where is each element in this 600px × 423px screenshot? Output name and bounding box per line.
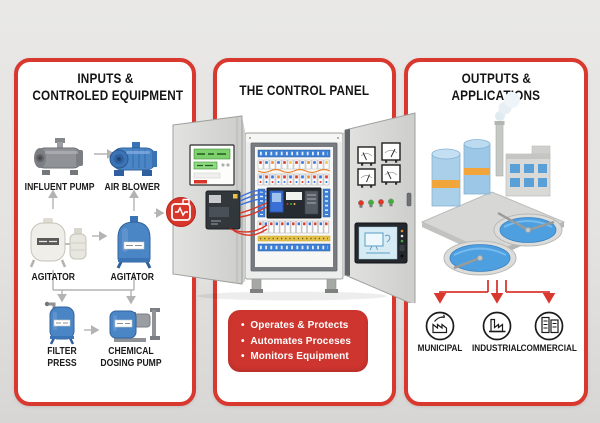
cabinet-body	[244, 132, 344, 280]
hmi-touchscreen	[354, 222, 408, 264]
equipment-label: FILTER PRESS	[47, 346, 77, 369]
feature-item: Operates & Protects	[241, 318, 360, 334]
feature-item: Automates Proceses	[241, 334, 360, 350]
door-handle	[406, 192, 412, 207]
cabinet-left-door	[172, 115, 268, 285]
commercial-icon	[534, 311, 564, 341]
influent-pump-icon	[34, 138, 83, 175]
control-cabinet-illustration	[154, 112, 416, 303]
agitator-tank-icon	[29, 218, 87, 268]
equipment-label: CHEMICAL DOSING PUMP	[100, 346, 162, 369]
equipment-label: AIR BLOWER	[104, 182, 160, 193]
municipal-icon	[425, 311, 455, 341]
cabinet-right-door	[343, 112, 416, 303]
analog-meters	[357, 142, 401, 188]
equipment-label: INFLUENT PUMP	[25, 182, 95, 193]
control-badge-icon	[166, 197, 196, 227]
outputs-title: OUTPUTS & APPLICATIONS	[408, 70, 584, 104]
output-connectors	[433, 280, 556, 304]
door-meter-device	[189, 144, 235, 186]
air-blower-icon	[109, 142, 157, 176]
inputs-card: INPUTS & CONTROLED EQUIPMENT	[14, 58, 196, 406]
application-label: MUNICIPAL	[417, 343, 463, 354]
plc-unit	[257, 187, 331, 219]
chemical-dosing-pump-icon	[109, 308, 160, 342]
features-callout: Operates & Protects Automates Proceses M…	[228, 310, 368, 372]
feature-item: Monitors Equipment	[241, 349, 360, 365]
indicator-lights	[358, 198, 394, 208]
inputs-title-line1: INPUTS &	[76, 70, 134, 86]
breaker-row-bottom	[257, 220, 331, 252]
application-label: INDUSTRIAL	[472, 343, 522, 354]
industrial-icon	[482, 311, 512, 341]
equipment-label: AGITATOR	[31, 272, 75, 283]
equipment-label: AGITATOR	[110, 272, 154, 283]
breaker-row-second	[257, 173, 330, 186]
filter-press-icon	[44, 301, 75, 345]
outputs-card: OUTPUTS & APPLICATIONS	[404, 58, 588, 406]
inputs-title: INPUTS & CONTROLED EQUIPMENT	[18, 70, 192, 104]
control-wiring	[229, 189, 268, 236]
door-controller-device	[205, 190, 241, 230]
breaker-row-top	[257, 159, 331, 174]
outputs-title-line2: APPLICATIONS	[451, 87, 541, 103]
application-label: COMMERCIAL	[520, 343, 578, 354]
control-panel-title: THE CONTROL PANEL	[239, 82, 370, 98]
inputs-title-line2: CONTROLED EQUIPMENT	[32, 87, 184, 103]
agitator-blue-tank-icon	[116, 216, 152, 269]
outputs-title-line1: OUTPUTS &	[461, 70, 531, 86]
